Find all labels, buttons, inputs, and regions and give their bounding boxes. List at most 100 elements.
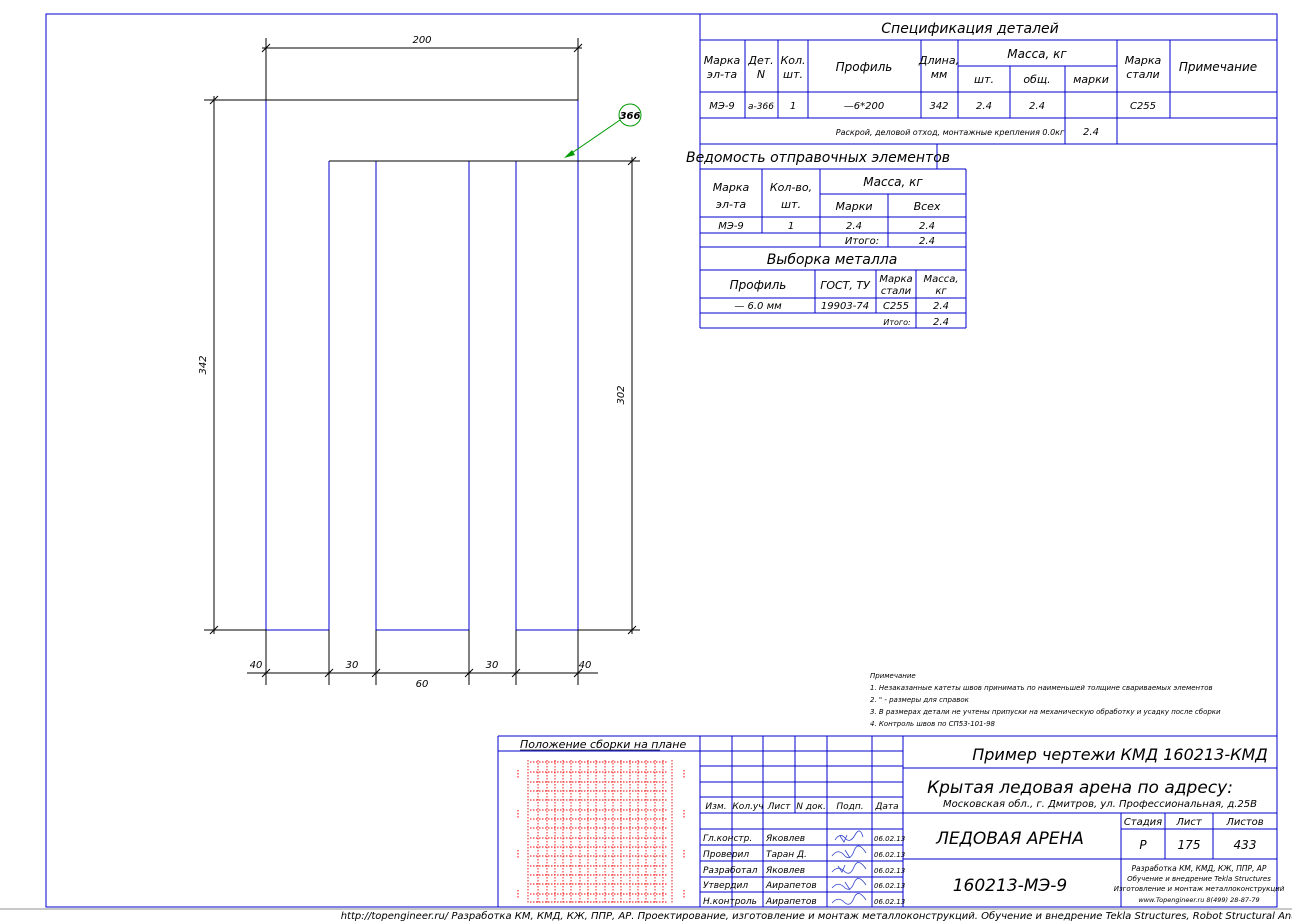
rev-h-3: Лист xyxy=(767,802,792,812)
note-3: 3. В размерах детали не учтены припуски … xyxy=(870,708,1221,716)
shipping-h-qty-1: Кол-во, xyxy=(770,181,812,194)
spec-h-mark-1: Марка xyxy=(704,54,741,67)
person-name-1: Яковлев xyxy=(765,834,805,844)
dim-top: 200 xyxy=(412,35,431,46)
spec-h-profile: Профиль xyxy=(836,60,893,74)
person-role-1: Гл.констр. xyxy=(703,834,752,844)
spec-h-note: Примечание xyxy=(1179,60,1257,74)
dim-bottom-4: 40 xyxy=(579,660,592,671)
metal-h-profile: Профиль xyxy=(730,278,787,292)
spec-h-qty-1: Кол. xyxy=(780,54,805,67)
part-callout xyxy=(564,103,642,158)
spec-h-det-1: Дет. xyxy=(747,54,773,67)
metal-title: Выборка металла xyxy=(767,252,898,268)
shipping-row-qty: 1 xyxy=(788,221,794,232)
metal-table xyxy=(700,269,966,329)
spec-row-length: 342 xyxy=(929,101,948,112)
bottom-divider xyxy=(0,908,1292,910)
dim-left: 342 xyxy=(198,355,209,374)
rev-h-1: Изм. xyxy=(705,802,726,812)
person-name-4: Аирапетов xyxy=(765,881,817,891)
dim-bottom-3: 30 xyxy=(486,660,499,671)
person-role-3: Разработал xyxy=(703,866,758,876)
person-date-2: 06.02.13 xyxy=(874,851,905,859)
rev-h-4: N док. xyxy=(796,802,826,812)
company-line-4: www.Topengineer.ru 8(499) 28-87-79 xyxy=(1138,896,1259,904)
spec-row-mass-total: 2.4 xyxy=(1029,101,1045,112)
object-address: Московская обл., г. Дмитров, ул. Професс… xyxy=(943,798,1257,810)
spec-title: Спецификация деталей xyxy=(881,21,1058,37)
metal-row-profile: — 6.0 мм xyxy=(734,301,782,312)
spec-h-mass-piece: шт. xyxy=(974,73,994,86)
shipping-row-mass-all: 2.4 xyxy=(919,221,935,232)
drawing-code: 160213-МЭ-9 xyxy=(953,876,1068,896)
sheet-frame xyxy=(45,13,1278,908)
metal-total-value: 2.4 xyxy=(933,317,949,328)
person-role-5: Н.контроль xyxy=(703,897,757,907)
shipping-total-label: Итого: xyxy=(845,236,879,247)
metal-row-steel: С255 xyxy=(883,301,909,312)
footer-banner: http://topengineer.ru/ Разработка КМ, КМ… xyxy=(341,910,1292,922)
note-1: 1. Незаказанные катеты швов принимать по… xyxy=(870,684,1213,692)
notes-title: Примечание xyxy=(870,672,916,680)
spec-row-profile: —6*200 xyxy=(844,101,884,112)
metal-row-mass: 2.4 xyxy=(933,301,949,312)
dim-right: 302 xyxy=(616,385,627,404)
person-date-3: 06.02.13 xyxy=(874,867,905,875)
shipping-h-qty-2: шт. xyxy=(781,198,801,211)
plate-outline xyxy=(265,100,579,631)
callout-label: 366 xyxy=(620,111,641,122)
signature-scribbles xyxy=(831,830,867,905)
shipping-h-mark-1: Марка xyxy=(713,181,750,194)
shipping-row-mark: МЭ-9 xyxy=(718,221,744,232)
dimension-lines xyxy=(204,38,640,685)
company-line-1: Разработка КМ, КМД, КЖ, ППР, АР xyxy=(1132,864,1267,873)
rev-h-6: Дата xyxy=(874,802,898,812)
spec-row-qty: 1 xyxy=(790,101,796,112)
dim-bottom-2: 30 xyxy=(346,660,359,671)
title-block-lines xyxy=(497,735,1277,907)
metal-h-steel-1: Марка xyxy=(879,274,912,285)
shipping-h-mark-2: эл-та xyxy=(716,198,746,211)
plan-thumbnail xyxy=(517,760,685,904)
spec-h-steel-1: Марка xyxy=(1125,54,1162,67)
metal-h-mass-1: Масса, xyxy=(923,274,958,285)
spec-h-mass-mark: марки xyxy=(1073,73,1109,86)
shipping-h-mass-mark: Марки xyxy=(835,200,872,213)
spec-row-mass-piece: 2.4 xyxy=(976,101,992,112)
person-role-4: Утвердил xyxy=(703,881,748,891)
person-date-1: 06.02.13 xyxy=(874,835,905,843)
spec-h-mark-2: эл-та xyxy=(707,68,737,81)
spec-h-steel-2: стали xyxy=(1126,68,1159,81)
spec-row-det: а-366 xyxy=(748,102,774,112)
dim-bottom-total: 60 xyxy=(416,679,429,690)
sheet-label: Лист xyxy=(1175,817,1203,828)
spec-h-qty-2: шт. xyxy=(783,68,803,81)
stage-value: Р xyxy=(1139,838,1147,852)
metal-total-label: Итого: xyxy=(883,318,911,327)
shipping-h-mass-all: Всех xyxy=(914,200,941,213)
person-date-4: 06.02.13 xyxy=(874,882,905,890)
spec-h-length-1: Длина, xyxy=(918,54,959,67)
note-2: 2. " - размеры для справок xyxy=(870,696,970,704)
stage-label: Стадия xyxy=(1124,817,1162,828)
spec-h-mass-total: общ. xyxy=(1023,73,1050,86)
note-4: 4. Контроль швов по СП53-101-98 xyxy=(870,720,996,728)
shipping-title: Ведомость отправочных элементов xyxy=(686,150,950,166)
sheets-value: 433 xyxy=(1234,838,1257,852)
dim-bottom-1: 40 xyxy=(250,660,263,671)
spec-footer-value: 2.4 xyxy=(1083,127,1099,138)
project-code: Пример чертежи КМД 160213-КМД xyxy=(972,745,1268,764)
company-line-3: Изготовление и монтаж металлоконструкций xyxy=(1114,885,1285,893)
spec-row-mark: МЭ-9 xyxy=(709,101,735,112)
rev-h-5: Подп. xyxy=(836,802,863,812)
building-name: ЛЕДОВАЯ АРЕНА xyxy=(935,829,1084,849)
person-role-2: Проверил xyxy=(703,850,749,860)
metal-h-gost: ГОСТ, ТУ xyxy=(820,279,871,292)
object-title: Крытая ледовая арена по адресу: xyxy=(927,778,1233,798)
spec-h-det-2: N xyxy=(757,68,765,81)
rev-h-2: Кол.уч xyxy=(732,802,763,812)
spec-h-mass: Масса, кг xyxy=(1007,47,1067,61)
spec-row-steel: С255 xyxy=(1130,101,1156,112)
spec-h-length-2: мм xyxy=(931,68,948,81)
